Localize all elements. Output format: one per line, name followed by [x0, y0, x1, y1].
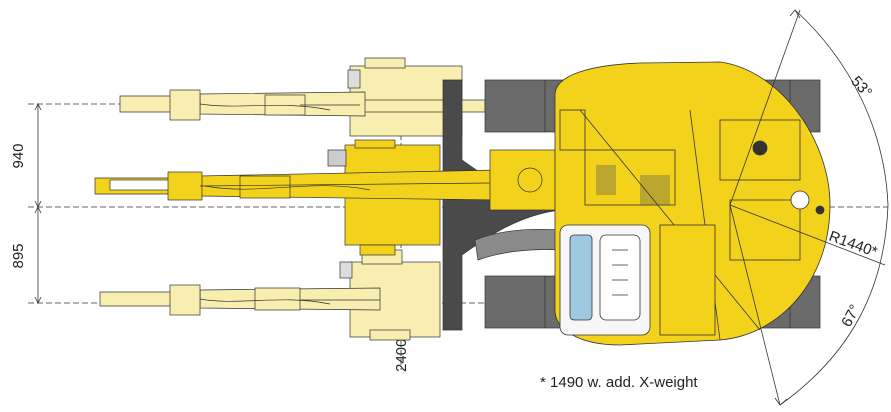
radius-R1440-label: R1440* — [827, 228, 880, 261]
boom-center — [94, 139, 561, 256]
dimension-2400-label: 2400 — [393, 339, 410, 372]
swing-arc — [729, 9, 889, 406]
boom-offset-lower — [99, 249, 441, 341]
footnote-x-weight: * 1490 w. add. X-weight — [540, 374, 698, 391]
angle-53-label: 53° — [847, 73, 875, 101]
dimension-895-label: 895 — [10, 243, 27, 268]
operator-cab — [559, 224, 716, 336]
dimension-940-label: 940 — [10, 143, 27, 168]
angle-67-label: 67° — [838, 302, 864, 330]
boom-offset-upper — [119, 57, 486, 137]
